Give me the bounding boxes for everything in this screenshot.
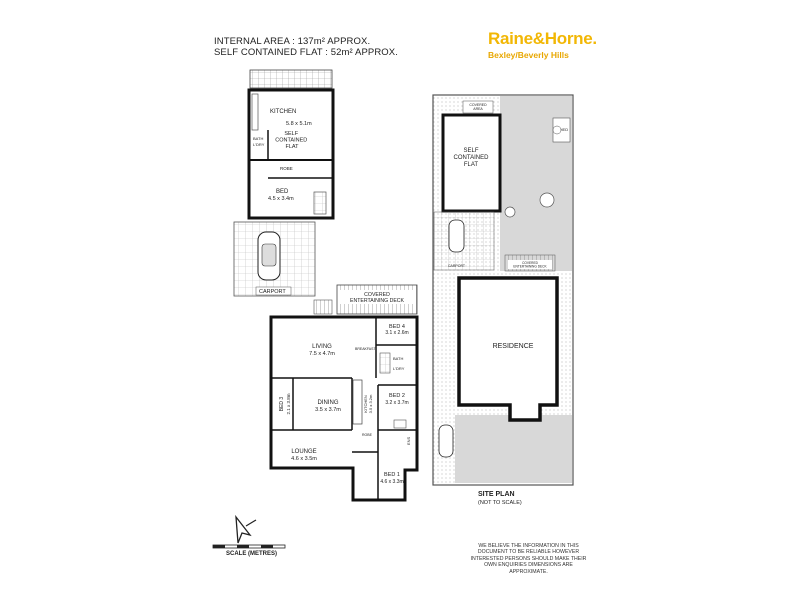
flat-ldry-label: L'DRY bbox=[253, 142, 265, 147]
site-car-icon bbox=[448, 219, 465, 253]
bed1-label: BED 1 bbox=[384, 472, 400, 478]
site-residence-label: RESIDENCE bbox=[493, 343, 534, 350]
bed4-dims: 3.1 x 2.6m bbox=[385, 330, 408, 336]
site-plan-title: SITE PLAN bbox=[478, 491, 515, 498]
house-ldry-label: L'DRY bbox=[393, 366, 405, 371]
house-bath-label: BATH bbox=[393, 356, 403, 361]
bed1-dims: 4.6 x 3.3m bbox=[380, 479, 403, 485]
brand-logo: Raine&Horne. bbox=[488, 29, 597, 48]
scale-bar bbox=[212, 544, 286, 549]
flat-label: SELF CONTAINED FLAT bbox=[275, 131, 309, 150]
house-kitchen-dims: 3.5 x 3.2m bbox=[368, 394, 373, 413]
flat-plan: KITCHEN 5.8 x 5.1m SELF CONTAINED FLAT B… bbox=[247, 69, 335, 220]
internal-area-text: INTERNAL AREA : 137m² APPROX. bbox=[214, 36, 371, 47]
site-flat-building bbox=[441, 113, 502, 213]
site-carport-label: CARPORT bbox=[448, 264, 466, 268]
site-car2-icon bbox=[438, 424, 454, 458]
house-robe-label: ROBE bbox=[362, 433, 373, 437]
site-residence-building bbox=[457, 276, 559, 422]
bed3-dims: 2.1 x 3.8m bbox=[286, 393, 291, 414]
north-arrow bbox=[235, 514, 257, 544]
bed4-label: BED 4 bbox=[389, 324, 405, 330]
brand-office: Bexley/Beverly Hills bbox=[488, 50, 569, 60]
flat-robe-label: ROBE bbox=[280, 166, 293, 171]
site-lawn-front bbox=[455, 415, 572, 483]
breakfast-label: BREAKFAST bbox=[355, 347, 376, 351]
disclaimer-text: WE BELIEVE THE INFORMATION IN THIS DOCUM… bbox=[470, 543, 587, 575]
flat-area-text: SELF CONTAINED FLAT : 52m² APPROX. bbox=[214, 47, 398, 58]
bed2-dims: 3.2 x 3.7m bbox=[385, 400, 408, 406]
site-shed-label: SHED bbox=[557, 127, 568, 132]
lounge-label: LOUNGE bbox=[291, 449, 316, 455]
scale-label: SCALE (METRES) bbox=[226, 551, 277, 557]
carport-plan: CARPORT bbox=[233, 221, 316, 297]
site-plan-subtitle: (NOT TO SCALE) bbox=[478, 500, 522, 506]
ens-label: ENS bbox=[406, 436, 411, 445]
flat-kitchen-label: KITCHEN bbox=[270, 109, 296, 115]
bed2-label: BED 2 bbox=[389, 393, 405, 399]
living-dims: 7.5 x 4.7m bbox=[309, 351, 335, 357]
house-kitchen-label: KITCHEN bbox=[363, 395, 368, 413]
flat-bath-label: BATH bbox=[253, 136, 263, 141]
living-label: LIVING bbox=[312, 344, 332, 350]
dining-dims: 3.5 x 3.7m bbox=[315, 407, 341, 413]
bed3-label: BED 3 bbox=[279, 397, 285, 412]
flat-dims: 5.8 x 5.1m bbox=[286, 121, 312, 127]
lounge-dims: 4.6 x 3.5m bbox=[291, 456, 317, 462]
flat-covered-area bbox=[249, 69, 333, 89]
dining-label: DINING bbox=[318, 400, 339, 406]
flat-bed-label: BED bbox=[276, 189, 289, 195]
carport-label: CARPORT bbox=[259, 289, 286, 295]
flat-bed-dims: 4.5 x 3.4m bbox=[268, 196, 294, 202]
